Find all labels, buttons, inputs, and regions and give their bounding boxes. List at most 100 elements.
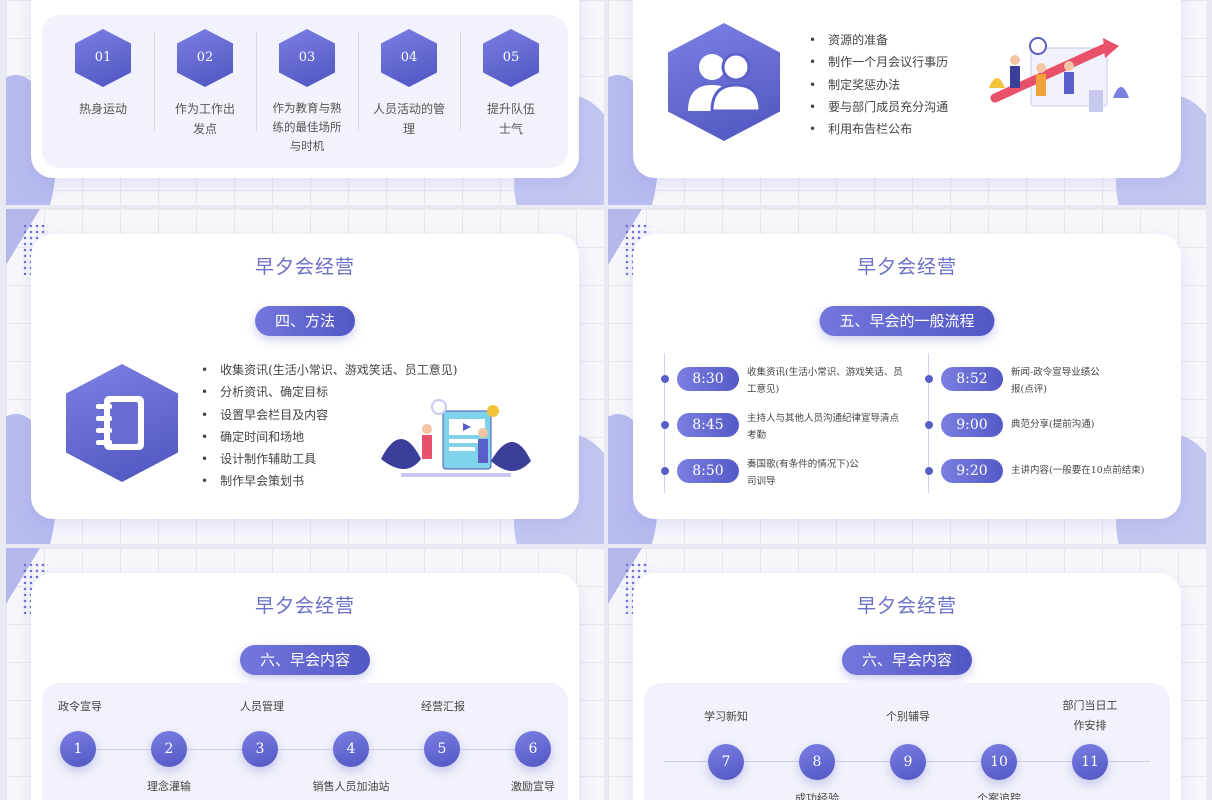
slide-6[interactable]: 早夕会经营 六、早会内容 学习新知 个别辅导 部门当日工作安排 7 8 9 10… (608, 548, 1206, 800)
schedule-desc: 奏国歌(有条件的情况下)公司训导 (747, 459, 859, 487)
bullet-item: 设计制作辅助工具 (201, 448, 457, 470)
timeline-node: 11 (1072, 744, 1108, 780)
content-card: 早夕会经营 六、早会内容 学习新知 个别辅导 部门当日工作安排 7 8 9 10… (633, 573, 1181, 800)
step-2: 02 作为工作出发点 (154, 15, 256, 139)
bullet-item: 资源的准备 (809, 29, 948, 51)
time-badge: 8:30 (677, 367, 739, 391)
bullet-item: 确定时间和场地 (201, 426, 457, 448)
timeline-box: 政令宣导 人员管理 经营汇报 1 2 3 4 5 6 理念灌输 销售人员加油站 … (42, 683, 568, 800)
step-label: 热身运动 (78, 102, 127, 116)
time-badge: 8:50 (677, 459, 739, 483)
timeline-node: 5 (424, 731, 460, 767)
slide-2[interactable]: 资源的准备 制作一个月会议行事历 制定奖惩办法 要与部门成员充分沟通 利用布告栏… (608, 0, 1206, 205)
divider (358, 31, 359, 131)
content-card: 早夕会经营 四、方法 收集资讯(生活小常识、游戏笑话、员工意见) 分析资讯、确定… (31, 234, 579, 519)
bullet-item: 利用布告栏公布 (809, 118, 948, 140)
timeline-label: 个案追踪 (977, 792, 1021, 800)
timeline-dot (661, 375, 669, 383)
timeline-node: 6 (515, 731, 551, 767)
step-number-badge: 05 (483, 29, 539, 87)
time-badge: 8:45 (677, 413, 739, 437)
bullet-item: 要与部门成员充分沟通 (809, 96, 948, 118)
timeline-node: 8 (799, 744, 835, 780)
teamwork-illustration (989, 37, 1129, 112)
content-card: 资源的准备 制作一个月会议行事历 制定奖惩办法 要与部门成员充分沟通 利用布告栏… (633, 0, 1181, 178)
timeline-dot (661, 467, 669, 475)
content-card: 01 热身运动 02 作为工作出发点 03 作为教育与熟练的最佳场所与时机 04… (31, 0, 579, 178)
timeline-dot (925, 375, 933, 383)
section-pill: 六、早会内容 (841, 645, 973, 675)
schedule-desc: 收集资讯(生活小常识、游戏笑话、员工意见) (747, 367, 903, 395)
divider (460, 31, 461, 131)
timeline-node: 3 (242, 731, 278, 767)
step-number-badge: 02 (177, 29, 233, 87)
divider (256, 31, 257, 131)
schedule-desc: 新闻-政令宣导业绩公报(点评) (1011, 367, 1100, 395)
section-pill: 六、早会内容 (239, 645, 371, 675)
step-label: 作为教育与熟练的最佳场所与时机 (272, 101, 342, 153)
timeline-label: 理念灌输 (147, 780, 191, 793)
slide-title: 早夕会经营 (254, 256, 355, 278)
time-badge: 9:00 (941, 413, 1003, 437)
timeline-node: 1 (60, 731, 96, 767)
step-label: 人员活动的管理 (372, 102, 445, 136)
step-5: 05 提升队伍士气 (460, 15, 562, 139)
time-badge: 8:52 (941, 367, 1003, 391)
timeline-node: 2 (151, 731, 187, 767)
timeline-label: 人员管理 (240, 700, 284, 713)
slide-1[interactable]: 01 热身运动 02 作为工作出发点 03 作为教育与熟练的最佳场所与时机 04… (6, 0, 604, 205)
timeline-node: 9 (890, 744, 926, 780)
timeline-label: 销售人员加油站 (312, 780, 390, 793)
steps-box: 01 热身运动 02 作为工作出发点 03 作为教育与熟练的最佳场所与时机 04… (42, 15, 568, 168)
section-pill: 四、方法 (254, 306, 356, 336)
step-label: 提升队伍士气 (486, 102, 535, 136)
timeline-box: 学习新知 个别辅导 部门当日工作安排 7 8 9 10 11 成功经验 个案追踪 (644, 683, 1170, 800)
planning-illustration (381, 399, 531, 477)
bullet-item: 收集资讯(生活小常识、游戏笑话、员工意见) (201, 359, 457, 381)
timeline-dot (925, 421, 933, 429)
slide-title: 早夕会经营 (254, 595, 355, 617)
timeline-label: 政令宣导 (58, 700, 102, 713)
slide-3[interactable]: 早夕会经营 四、方法 收集资讯(生活小常识、游戏笑话、员工意见) 分析资讯、确定… (6, 209, 604, 544)
bullet-item: 分析资讯、确定目标 (201, 381, 457, 403)
timeline-line (62, 749, 548, 750)
timeline-dot (661, 421, 669, 429)
bullet-list: 资源的准备 制作一个月会议行事历 制定奖惩办法 要与部门成员充分沟通 利用布告栏… (809, 29, 948, 140)
timeline-label: 成功经验 (795, 792, 839, 800)
timeline-label: 经营汇报 (421, 700, 465, 713)
timeline-node: 4 (333, 731, 369, 767)
timeline-dot (925, 467, 933, 475)
slide-title: 早夕会经营 (856, 595, 957, 617)
timeline-label: 学习新知 (704, 710, 748, 723)
step-number-badge: 03 (279, 29, 335, 87)
content-card: 早夕会经营 五、早会的一般流程 8:30 收集资讯(生活小常识、游戏笑话、员工意… (633, 234, 1181, 519)
step-number-badge: 04 (381, 29, 437, 87)
slide-4[interactable]: 早夕会经营 五、早会的一般流程 8:30 收集资讯(生活小常识、游戏笑话、员工意… (608, 209, 1206, 544)
schedule: 8:30 收集资讯(生活小常识、游戏笑话、员工意见) 8:45 主持人与其他人员… (661, 353, 1151, 493)
step-4: 04 人员活动的管理 (358, 15, 460, 139)
bullet-list: 收集资讯(生活小常识、游戏笑话、员工意见) 分析资讯、确定目标 设置早会栏目及内… (201, 359, 457, 493)
timeline-node: 7 (708, 744, 744, 780)
bullet-item: 设置早会栏目及内容 (201, 404, 457, 426)
schedule-desc: 主讲内容(一般要在10点前结束) (1011, 465, 1145, 476)
timeline-label: 部门当日工作安排 (1062, 699, 1118, 732)
step-number-badge: 01 (75, 29, 131, 87)
slide-5[interactable]: 早夕会经营 六、早会内容 政令宣导 人员管理 经营汇报 1 2 3 4 5 6 … (6, 548, 604, 800)
schedule-desc: 主持人与其他人员沟通纪律宣导清点考勤 (747, 413, 900, 441)
content-card: 早夕会经营 六、早会内容 政令宣导 人员管理 经营汇报 1 2 3 4 5 6 … (31, 573, 579, 800)
bullet-item: 制作早会策划书 (201, 470, 457, 492)
notebook-icon (66, 364, 178, 482)
section-pill: 五、早会的一般流程 (819, 306, 995, 336)
slide-title: 早夕会经营 (856, 256, 957, 278)
step-1: 01 热身运动 (52, 15, 154, 119)
timeline-node: 10 (981, 744, 1017, 780)
timeline-label: 个别辅导 (886, 710, 930, 723)
bullet-item: 制作一个月会议行事历 (809, 51, 948, 73)
step-label: 作为工作出发点 (174, 102, 235, 136)
step-3: 03 作为教育与熟练的最佳场所与时机 (256, 15, 358, 156)
users-icon (668, 23, 780, 141)
schedule-desc: 典范分享(提前沟通) (1011, 419, 1095, 430)
time-badge: 9:20 (941, 459, 1003, 483)
divider (154, 31, 155, 131)
bullet-item: 制定奖惩办法 (809, 74, 948, 96)
